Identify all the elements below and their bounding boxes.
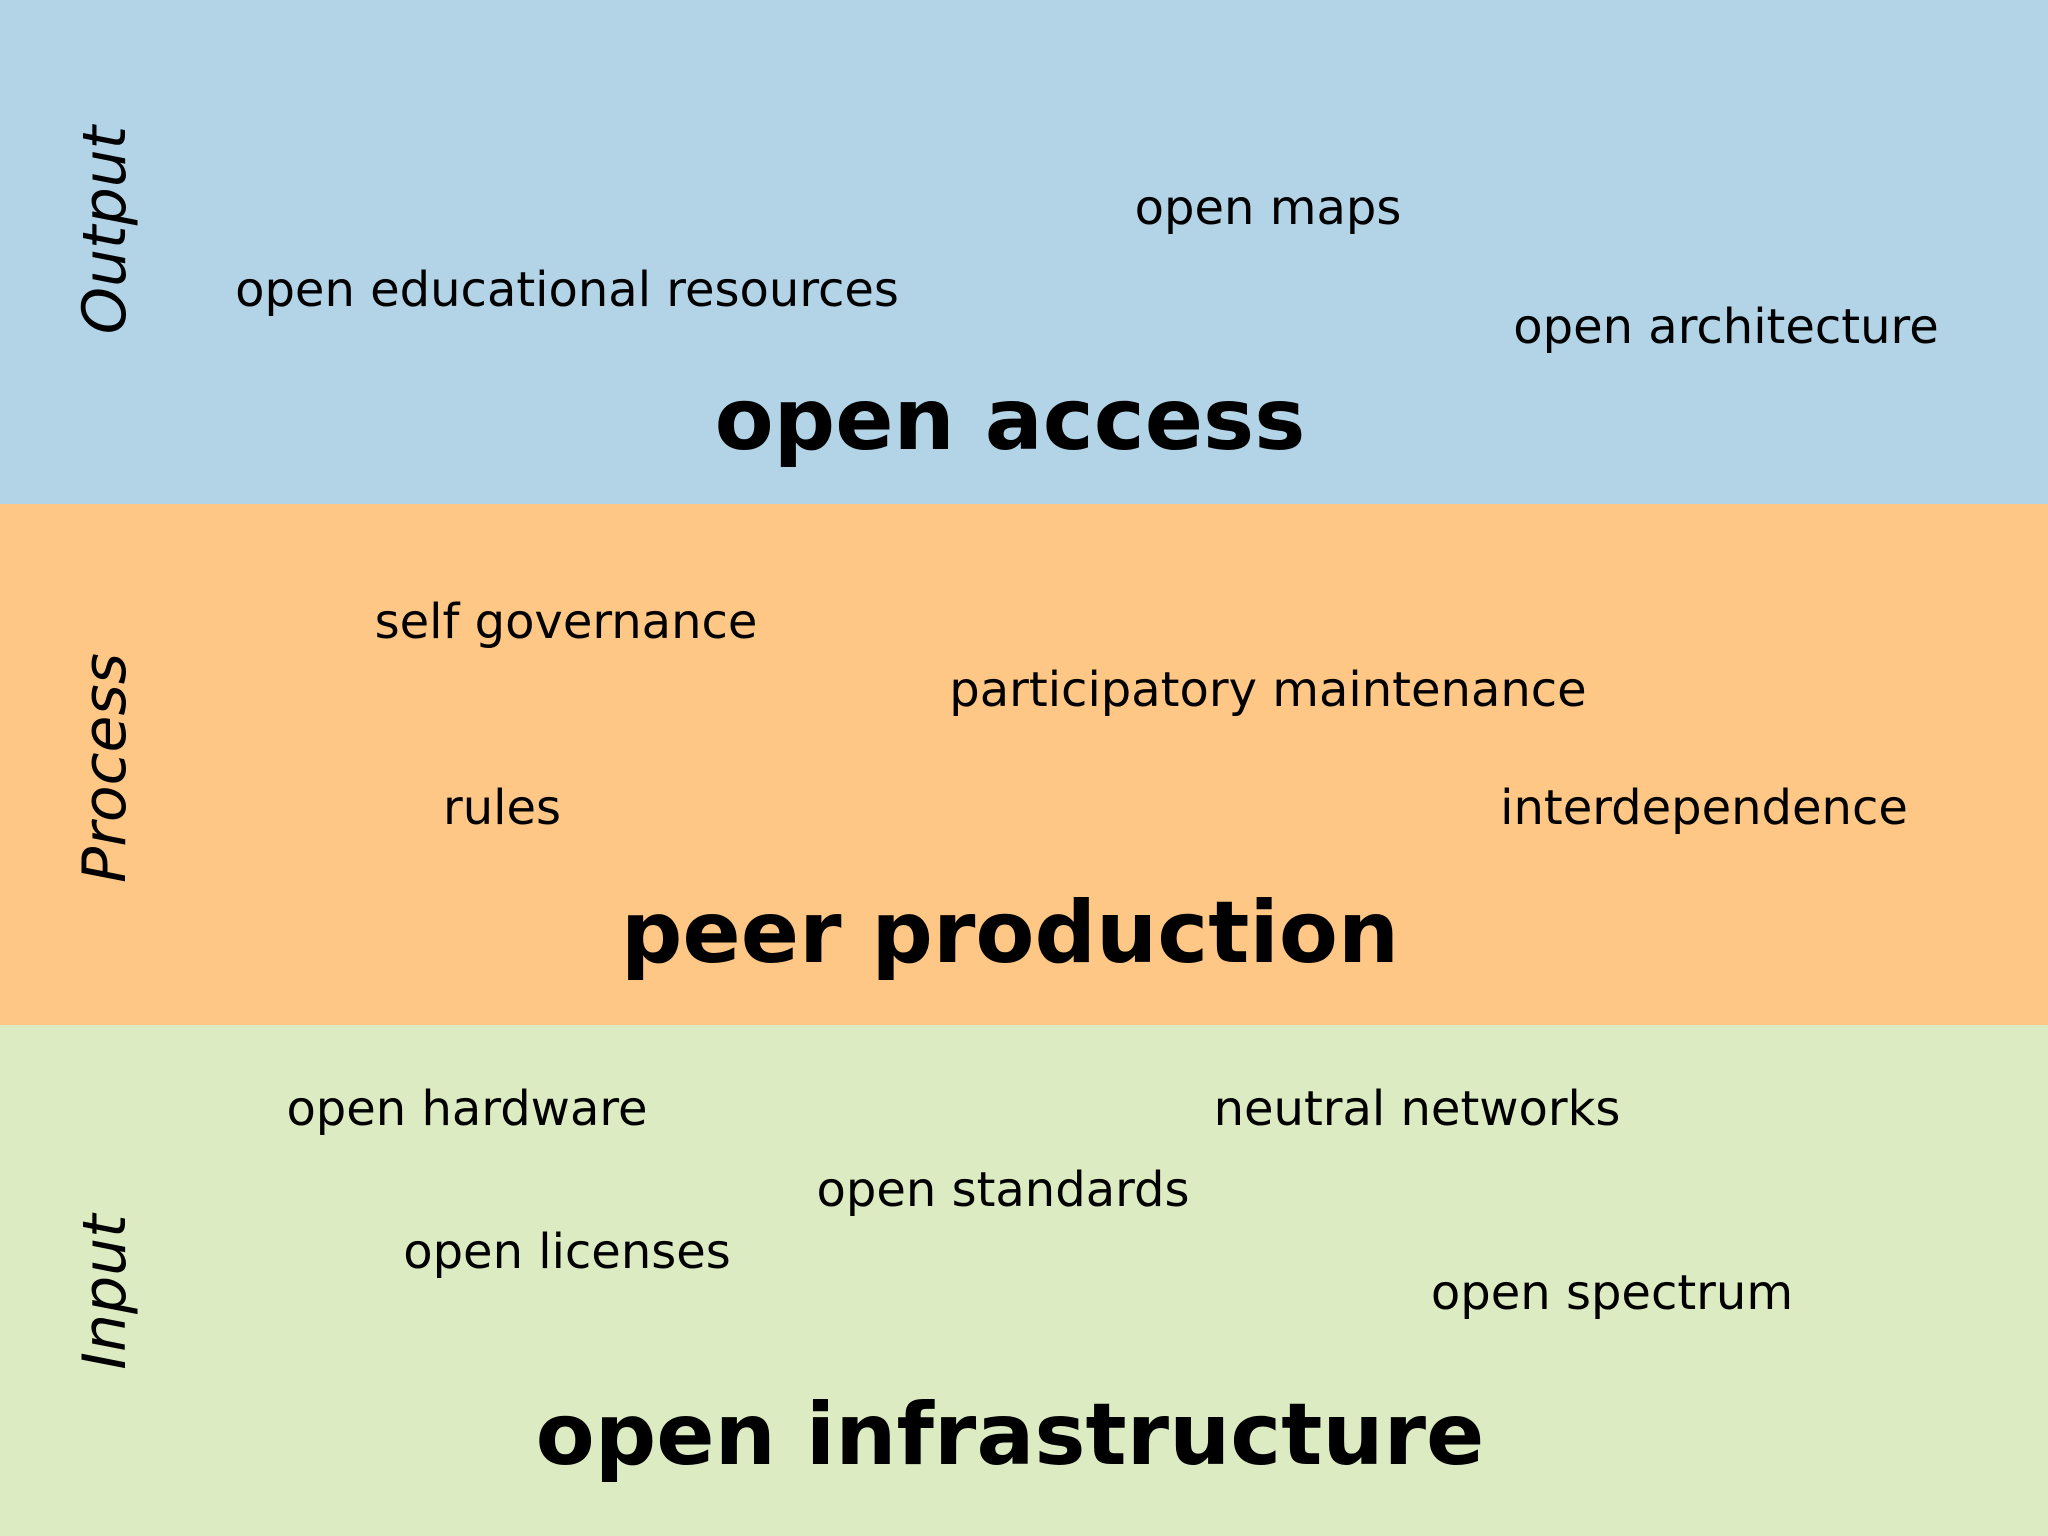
input-headline: open infrastructure: [535, 1385, 1485, 1485]
output-headline: open access: [714, 370, 1306, 470]
term-open-architecture: open architecture: [1513, 299, 1939, 355]
term-open-maps: open maps: [1134, 180, 1402, 236]
input-band: Input open hardware neutral networks ope…: [0, 1025, 2048, 1536]
term-open-licenses: open licenses: [403, 1224, 731, 1280]
term-interdependence: interdependence: [1500, 780, 1908, 836]
input-layer-label: Input: [70, 1214, 140, 1370]
term-participatory-maintenance: participatory maintenance: [949, 662, 1587, 718]
output-band: Output open maps open educational resour…: [0, 0, 2048, 504]
output-layer-label: Output: [70, 125, 140, 335]
process-layer-label: Process: [70, 653, 140, 883]
process-headline: peer production: [620, 883, 1400, 983]
term-open-spectrum: open spectrum: [1430, 1265, 1794, 1321]
term-neutral-networks: neutral networks: [1213, 1081, 1621, 1137]
term-open-educational-resources: open educational resources: [235, 262, 899, 318]
term-self-governance: self governance: [374, 594, 758, 650]
term-open-hardware: open hardware: [286, 1081, 648, 1137]
term-open-standards: open standards: [816, 1162, 1190, 1218]
process-band: Process self governance participatory ma…: [0, 504, 2048, 1025]
term-rules: rules: [442, 780, 562, 836]
